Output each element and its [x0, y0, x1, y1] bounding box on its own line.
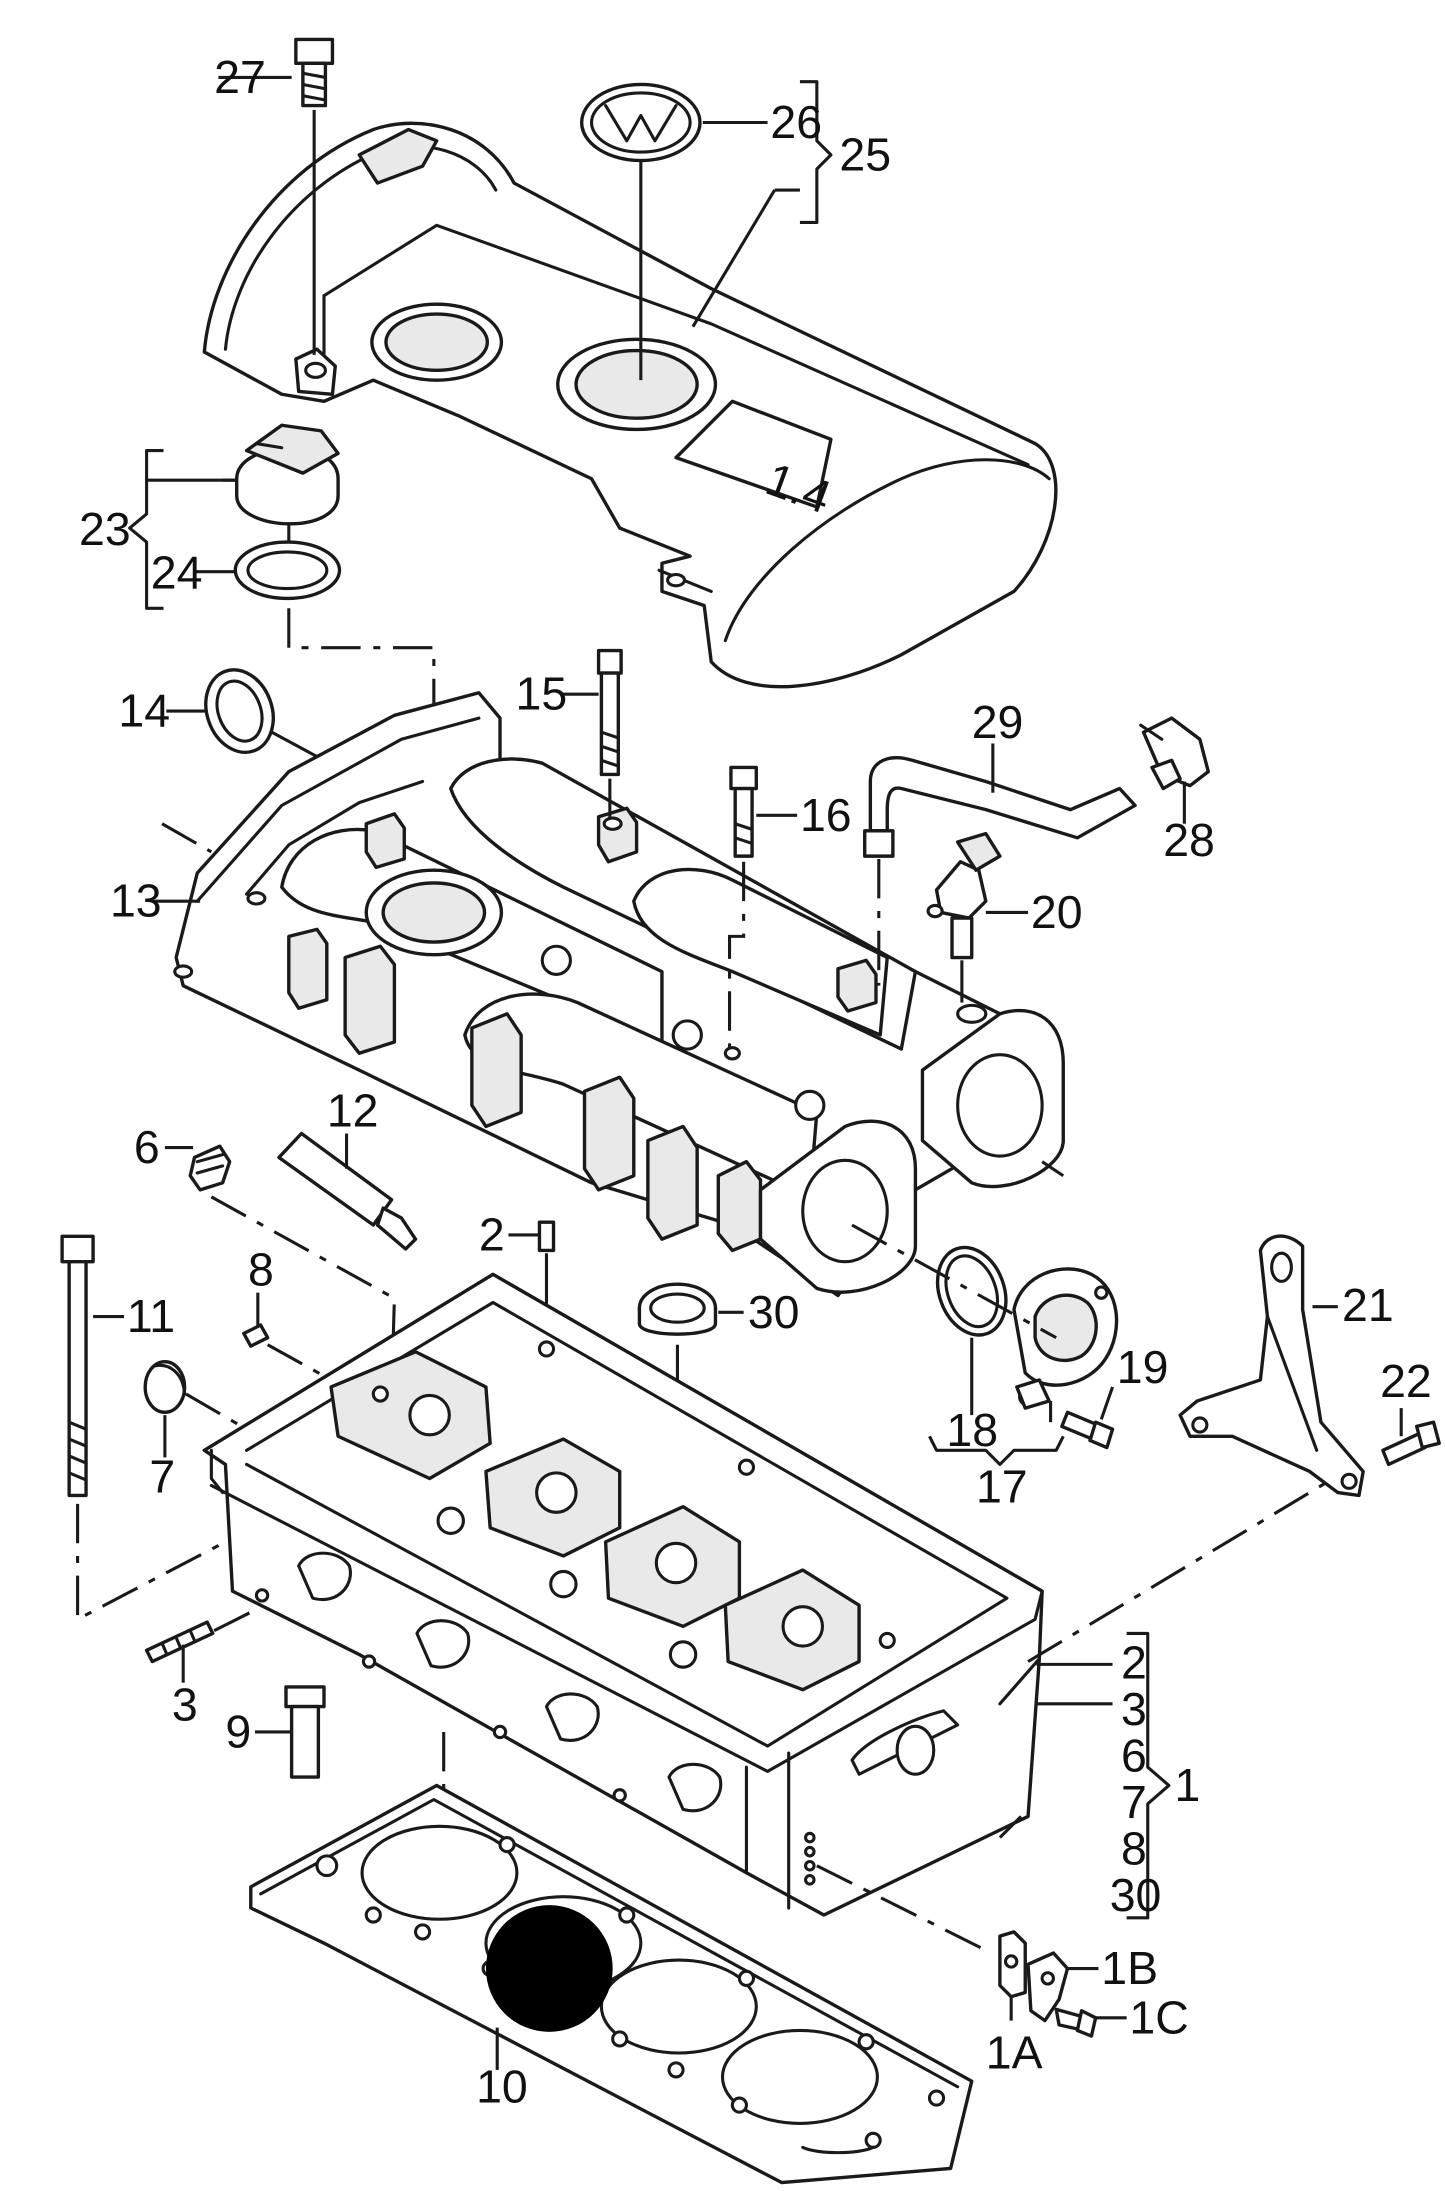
housing-bolt-long	[596, 648, 623, 777]
cylinder-head	[202, 1272, 1044, 1917]
callout-22: 22	[1380, 1355, 1432, 1407]
callout-28: 28	[1163, 814, 1215, 866]
bolt-22	[1381, 1420, 1441, 1467]
callout-2: 2	[479, 1208, 505, 1260]
callout-15: 15	[516, 668, 568, 720]
callout-18: 18	[946, 1404, 998, 1456]
cam-flange-front	[758, 1008, 1065, 1294]
callout-6: 6	[134, 1121, 160, 1173]
callout-26: 26	[770, 96, 822, 148]
group1-item: 8	[1121, 1822, 1147, 1874]
head-bolt	[60, 1234, 95, 1498]
callout-21: 21	[1342, 1279, 1394, 1331]
engine-cover: 1.4	[202, 121, 1058, 689]
group1-item: 3	[1121, 1683, 1147, 1735]
obscured-region	[485, 1905, 613, 2032]
callout-16: 16	[800, 789, 852, 841]
callout-3: 3	[172, 1679, 198, 1731]
group1-item: 2	[1121, 1636, 1147, 1688]
hose-connector	[1139, 716, 1210, 791]
cover-bolt	[294, 37, 335, 108]
plug-9	[284, 1685, 326, 1779]
cam-seal-left	[204, 668, 275, 754]
dowel-pin-2	[537, 1220, 556, 1253]
callout-27: 27	[214, 51, 266, 103]
cover-cap	[1012, 1267, 1119, 1410]
vw-badge	[580, 82, 702, 163]
callout-19: 19	[1117, 1341, 1169, 1393]
group1-item: 30	[1110, 1869, 1162, 1921]
oil-filler-cap	[235, 423, 340, 526]
bracket-21	[1178, 1234, 1365, 1498]
group1-item: 6	[1121, 1729, 1147, 1781]
callout-17: 17	[976, 1460, 1028, 1512]
group1-item: 7	[1121, 1776, 1147, 1828]
bolt-19	[1060, 1410, 1115, 1450]
camshaft-housing	[173, 691, 1065, 1298]
housing-bolt-short	[729, 765, 758, 858]
sealant-tube	[277, 1131, 418, 1251]
filler-cap-seal	[233, 540, 342, 601]
callout-30: 30	[748, 1286, 800, 1338]
parts-1A-1B-1C	[998, 1930, 1098, 2038]
callout-1A: 1A	[986, 2026, 1043, 2078]
callout-13: 13	[110, 875, 162, 927]
callout-10: 10	[476, 2060, 528, 2112]
callout-9: 9	[225, 1705, 251, 1757]
ring-30	[637, 1282, 718, 1336]
callout-1: 1	[1174, 1759, 1200, 1811]
callout-7: 7	[149, 1451, 175, 1503]
o-ring-18	[935, 1245, 1008, 1337]
callout-20: 20	[1031, 886, 1083, 938]
stud-3	[144, 1620, 215, 1664]
callout-14: 14	[118, 685, 170, 737]
callout-8: 8	[248, 1244, 274, 1296]
callout-25: 25	[839, 128, 891, 180]
camshaft-position-sensor	[926, 831, 1002, 960]
callout-1C: 1C	[1129, 1991, 1188, 2043]
plug-7	[143, 1359, 187, 1415]
callout-1B: 1B	[1101, 1942, 1158, 1994]
callout-29: 29	[972, 696, 1024, 748]
plug-6	[188, 1144, 232, 1192]
callout-24: 24	[151, 547, 203, 599]
pin-8	[242, 1323, 270, 1348]
breather-hose	[863, 756, 1137, 858]
callout-12: 12	[327, 1084, 379, 1136]
callout-23: 23	[79, 503, 131, 555]
callout-11: 11	[127, 1290, 175, 1342]
